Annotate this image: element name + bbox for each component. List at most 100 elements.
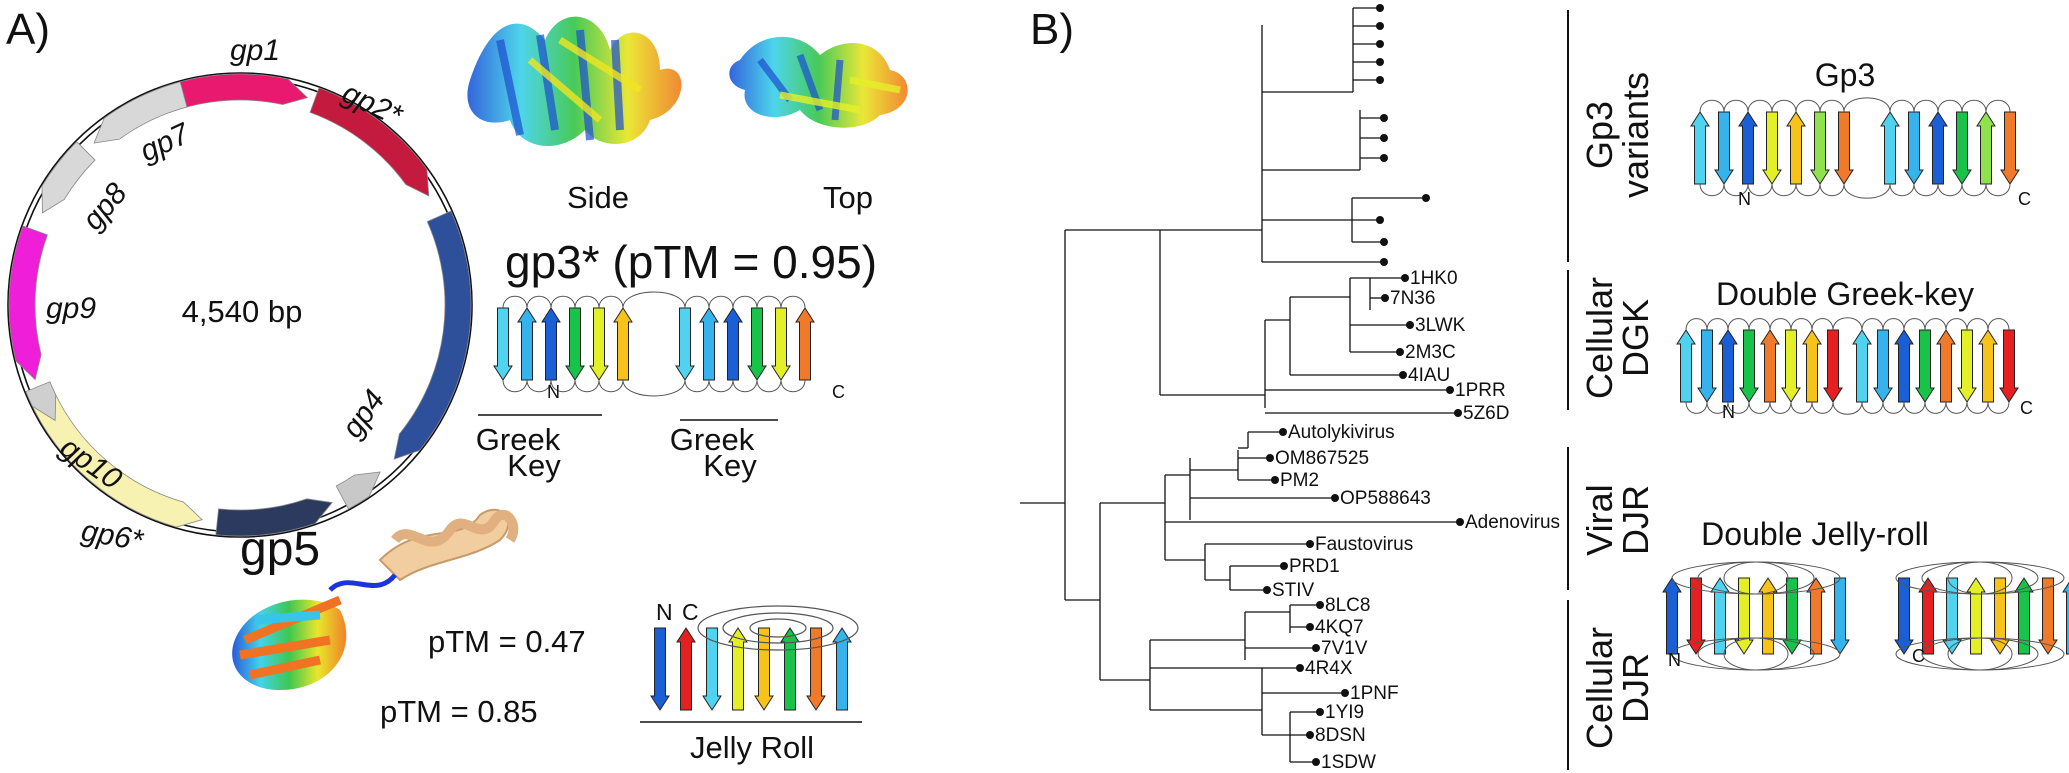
tree-label-7n36: 7N36: [1390, 288, 1435, 309]
view-label-top: Top: [823, 180, 873, 215]
jelly-roll-loops: [697, 605, 859, 651]
tree-tip: [1401, 274, 1409, 282]
tree-label-1hk0: 1HK0: [1410, 268, 1458, 289]
gene-arrow-gp1: [160, 73, 309, 113]
tree-label-1sdw: 1SDW: [1321, 752, 1376, 773]
group-label-viral-line2: DJR: [1615, 485, 1656, 555]
topology-djr-c: C: [1912, 646, 1925, 666]
tree-label-5z6d: 5Z6D: [1463, 403, 1509, 424]
dgk-strand-9: [1852, 329, 1872, 403]
tree-tip: [1380, 154, 1388, 162]
topology-dgk-n: N: [1722, 402, 1735, 422]
gene-label-gp9: gp9: [46, 292, 96, 325]
gp3-top-structure: [729, 36, 908, 128]
greek-key-left-label: Greek Key: [476, 422, 561, 483]
gp3-strand-9: [723, 307, 743, 381]
tree-tip: [1376, 40, 1384, 48]
gp3-strand-6: [613, 307, 633, 381]
gp3-strand-4: [565, 307, 585, 381]
topology-djr: [1662, 561, 2069, 671]
tree-tip: [1316, 708, 1324, 716]
gp5-ptm-barrel: pTM = 0.85: [380, 694, 538, 729]
gp3-n-terminus: N: [547, 382, 560, 402]
tree-tip: [1306, 540, 1314, 548]
genome-map: 4,540 bp gp1 gp2* gp4 gp5 gp6* gp7 gp8 g…: [7, 34, 473, 576]
genome-size: 4,540 bp: [182, 294, 303, 329]
gene-arrow-gp2: [309, 87, 430, 197]
gp3-variant-strand-1: [1690, 111, 1710, 185]
gp3-strand-10: [747, 307, 767, 381]
gene-arrow-gp3: [393, 210, 472, 460]
topology-gp3-n: N: [1738, 189, 1751, 209]
tree-tip: [1422, 194, 1430, 202]
greek-key-right-text: Greek: [670, 422, 755, 457]
tree-label-1prr: 1PRR: [1455, 380, 1506, 401]
topology-title-gp3: Gp3: [1815, 57, 1875, 93]
tree-tip: [1266, 454, 1274, 462]
view-label-side: Side: [567, 180, 629, 215]
panel-b-label: B): [1030, 5, 1074, 54]
jelly-roll-strand-1: [650, 627, 670, 711]
gp3-variant-strand-5: [1786, 111, 1806, 185]
dgk-strand-15: [1978, 329, 1998, 403]
tree-tip: [1376, 22, 1384, 30]
jelly-roll-caption: Jelly Roll: [690, 730, 814, 765]
tree-label-8dsn: 8DSN: [1315, 725, 1366, 746]
tree-tip: [1399, 371, 1407, 379]
group-label-dgk-line1: Cellular: [1579, 277, 1620, 399]
jelly-roll-diagram: [650, 605, 859, 711]
gene-arrow-gp9: [8, 225, 48, 381]
topology-gp3: [1690, 97, 2020, 199]
djr-strand-9: [1894, 577, 1914, 655]
gp3-variant-loops-top: [1699, 97, 2011, 113]
gene-arrow-gp7: [93, 81, 188, 144]
dgk-strand-14: [1957, 329, 1977, 403]
jelly-roll-c: C: [682, 599, 699, 625]
jelly-roll-strand-3: [702, 627, 722, 711]
gene-label-gp1: gp1: [230, 34, 280, 67]
gp3-loops-bottom: [502, 379, 806, 397]
gp5-ptm-helix: pTM = 0.47: [428, 624, 586, 659]
gp3-strand-8: [699, 307, 719, 381]
tree-tip: [1312, 758, 1320, 766]
djr-strand-13: [1990, 577, 2010, 655]
tree-label-4r4x: 4R4X: [1305, 658, 1353, 679]
tree-tip: [1296, 664, 1304, 672]
tree-tip: [1263, 586, 1271, 594]
tree-tip: [1341, 689, 1349, 697]
djr-strand-1: [1662, 577, 1682, 655]
tree-tip: [1376, 58, 1384, 66]
jelly-roll-strand-2: [676, 627, 696, 711]
group-label-dgk-line2: DGK: [1615, 299, 1656, 377]
jelly-roll-n: N: [656, 599, 673, 625]
tree-label-4kq7: 4KQ7: [1315, 617, 1364, 638]
tree-tip: [1376, 76, 1384, 84]
gp3-strand-2: [517, 307, 537, 381]
gene-label-gp6: gp6*: [79, 514, 147, 557]
dgk-strand-1: [1676, 329, 1696, 403]
gp3-variant-strand-2: [1714, 111, 1734, 185]
tree-tip: [1376, 4, 1384, 12]
group-label-gp3: Gp3 variants: [1579, 72, 1656, 198]
tree-label-adenovirus: Adenovirus: [1465, 512, 1560, 533]
gene-label-gp5: gp5: [240, 523, 320, 576]
dgk-loops-bottom: [1685, 401, 2010, 415]
tree-tip: [1280, 562, 1288, 570]
gp3-strand-12: [795, 307, 815, 381]
gp3-variant-strand-3: [1738, 111, 1758, 185]
tree-tip: [1456, 518, 1464, 526]
gp3-variant-strand-10: [1928, 111, 1948, 185]
dgk-strand-4: [1739, 329, 1759, 403]
tree-tip: [1396, 348, 1404, 356]
gene-label-gp7: gp7: [135, 117, 196, 169]
topology-gp3-c: C: [2018, 189, 2031, 209]
jelly-roll-strand-8: [832, 627, 852, 711]
dgk-strand-16: [1999, 329, 2019, 403]
tree-tip: [1312, 644, 1320, 652]
tree-tip: [1306, 731, 1314, 739]
dgk-strand-11: [1894, 329, 1914, 403]
topology-title-djr: Double Jelly-roll: [1701, 516, 1929, 552]
tree-tip: [1271, 476, 1279, 484]
group-label-viral-djr: Viral DJR: [1579, 484, 1656, 555]
